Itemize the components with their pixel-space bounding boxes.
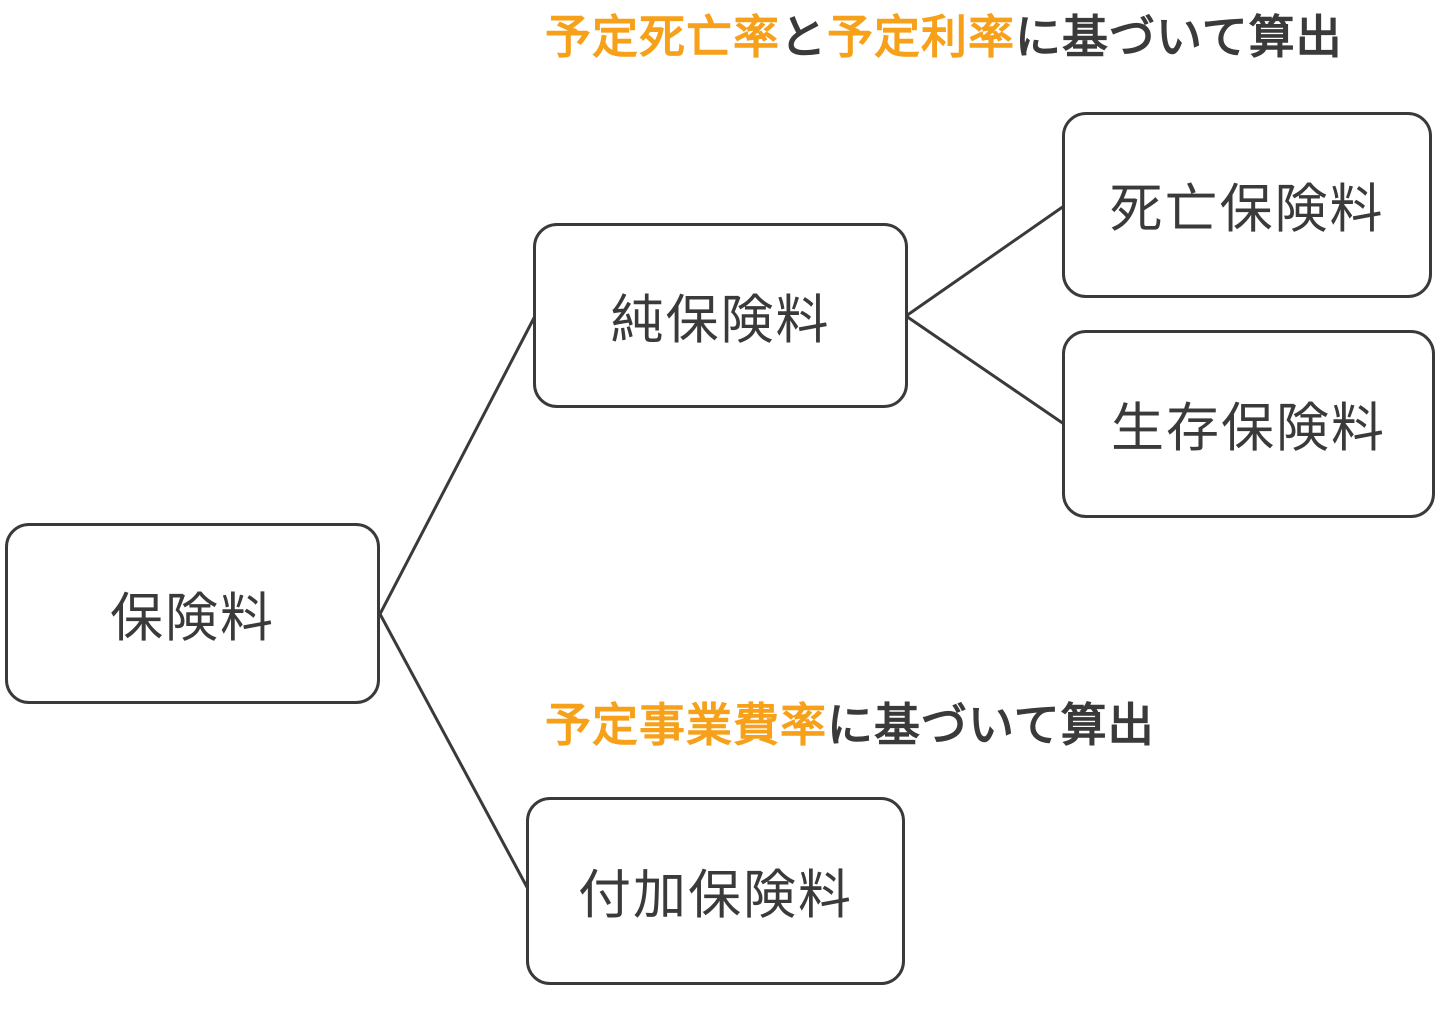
node-loading-premium: 付加保険料 bbox=[526, 797, 905, 985]
node-loading-premium-label: 付加保険料 bbox=[578, 866, 853, 925]
annotation-net-premium-basis: 予定死亡率と予定利率に基づいて算出 bbox=[545, 14, 1343, 60]
annotation-loading-premium-basis: 予定事業費率に基づいて算出 bbox=[545, 702, 1155, 748]
node-net-premium-label: 純保険料 bbox=[610, 290, 831, 350]
node-death-premium: 死亡保険料 bbox=[1062, 112, 1432, 298]
annotation-text: に基づいて算出 bbox=[827, 699, 1155, 751]
term-expected-expense-rate: 予定事業費率 bbox=[545, 699, 827, 751]
term-expected-interest-rate: 予定利率 bbox=[827, 11, 1015, 63]
edge-premium-to-loading-premium bbox=[378, 612, 530, 891]
term-expected-mortality-rate: 予定死亡率 bbox=[545, 11, 780, 63]
edge-net-premium-to-death-premium bbox=[904, 204, 1066, 318]
node-survival-premium: 生存保険料 bbox=[1062, 330, 1435, 518]
node-premium-label: 保険料 bbox=[110, 588, 275, 648]
node-premium: 保険料 bbox=[5, 523, 380, 704]
annotation-text: に基づいて算出 bbox=[1015, 11, 1343, 63]
edge-premium-to-net-premium bbox=[378, 314, 537, 616]
node-net-premium: 純保険料 bbox=[533, 223, 908, 408]
node-death-premium-label: 死亡保険料 bbox=[1109, 180, 1385, 239]
annotation-text: と bbox=[780, 11, 827, 63]
edge-net-premium-to-survival-premium bbox=[904, 314, 1066, 426]
node-survival-premium-label: 生存保険料 bbox=[1111, 399, 1386, 458]
